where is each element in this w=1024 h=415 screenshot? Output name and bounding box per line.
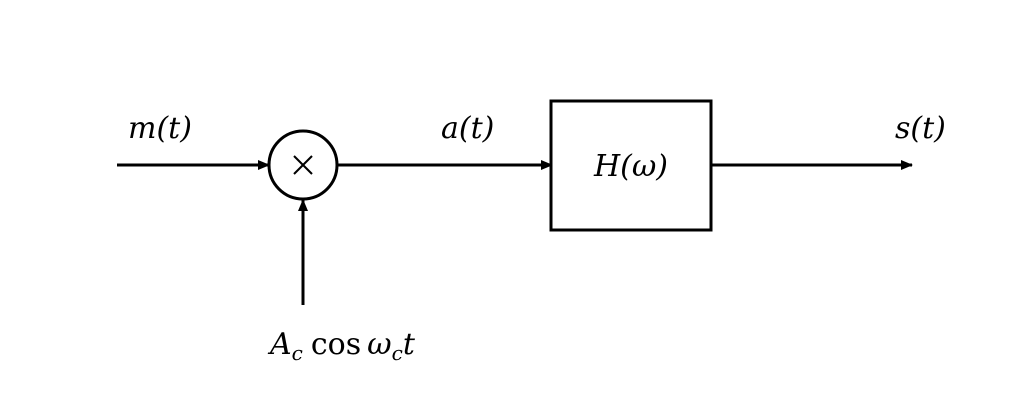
- output-label: s(t): [895, 111, 946, 146]
- intermediate-label: a(t): [441, 111, 494, 146]
- carrier-omega: ω: [367, 327, 391, 362]
- carrier-function: cos: [311, 327, 361, 362]
- filter-block: H(ω): [549, 99, 713, 232]
- filter-label: H(ω): [593, 149, 668, 184]
- carrier-time: t: [403, 327, 416, 362]
- carrier-omega-subscript: c: [392, 341, 403, 365]
- multiply-icon: [293, 155, 313, 175]
- carrier-amplitude: A: [267, 327, 292, 362]
- filter-box: [549, 99, 713, 232]
- multiplier-node: [267, 129, 339, 201]
- carrier-amplitude-subscript: c: [292, 341, 303, 365]
- input-label: m(t): [128, 111, 192, 146]
